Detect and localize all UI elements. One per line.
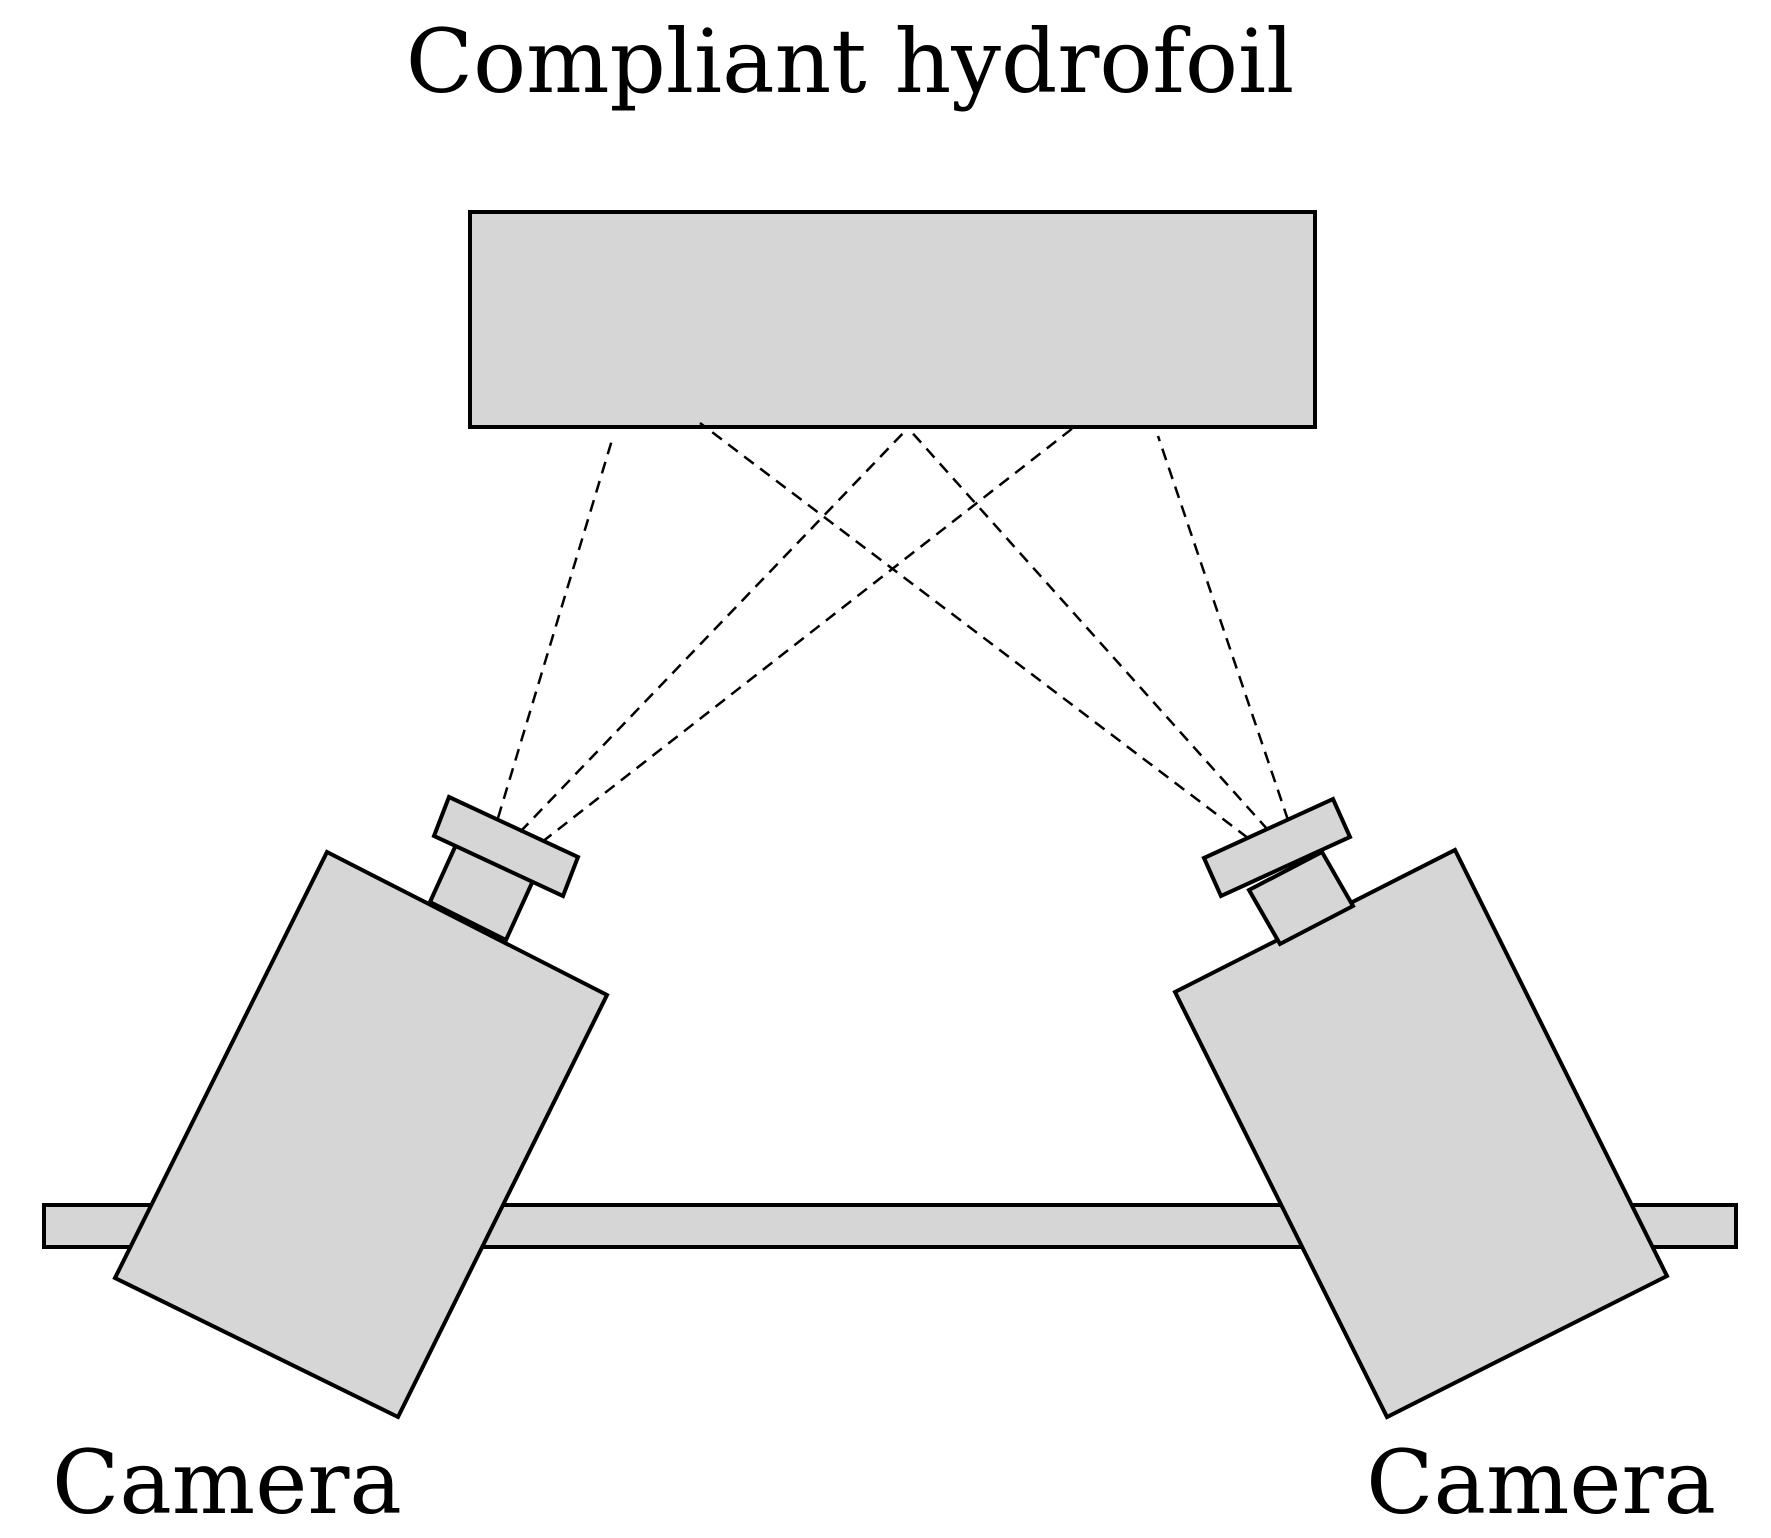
fov-line-left-outer: [496, 439, 614, 819]
camera-left-body: [112, 849, 610, 1420]
camera-right: [1172, 796, 1670, 1420]
hydrofoil-label: Compliant hydrofoil: [406, 10, 1294, 113]
camera-left-lens-cap: [431, 794, 581, 899]
fov-line-left-inner-a: [519, 427, 909, 833]
fov-line-right-outer: [1156, 435, 1290, 821]
camera-right-body: [1172, 847, 1670, 1420]
hydrofoil: [468, 210, 1317, 429]
fov-line-right-inner-b: [699, 422, 1249, 839]
fov-line-left-inner-b: [541, 427, 1074, 843]
camera-left-label: Camera: [52, 1431, 402, 1534]
field-of-view-lines: [496, 422, 1290, 843]
camera-right-lens-barrel: [1246, 849, 1356, 947]
camera-left: [112, 794, 610, 1420]
camera-right-label: Camera: [1366, 1431, 1716, 1534]
camera-right-lens-cap: [1201, 796, 1353, 899]
fov-line-right-inner-a: [907, 427, 1269, 831]
